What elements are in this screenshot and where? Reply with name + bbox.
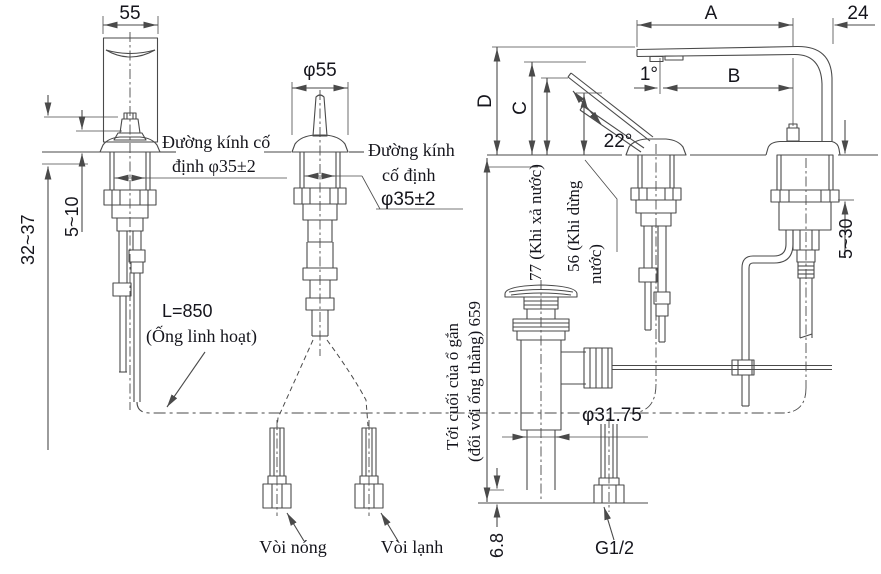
cold-connector [354, 420, 384, 516]
flexible-hose: L=850 (Ống linh hoạt) [136, 301, 782, 414]
label-hose-length-line1: L=850 [162, 301, 213, 321]
label-hot-tap: Vòi nóng [259, 537, 327, 557]
dim-24: 24 [847, 3, 869, 24]
dim-lever-up-height: 77 (Khi xả nước) [526, 164, 545, 281]
dim-lever-down-height-line2: nước) [586, 244, 605, 284]
dim-base-diameter: φ55 [303, 60, 336, 81]
dim-drain-diameter: φ31.75 [582, 405, 642, 426]
dim-socket-depth-line1: Tới cuối của ổ gắn [443, 322, 462, 450]
dim-spout-width: 55 [119, 3, 140, 24]
dim-lever-angle: 22° [604, 131, 633, 152]
dim-lever-down-height-line1: 56 (Khi dừng [564, 180, 583, 272]
hot-connector [262, 420, 292, 516]
label-mount-hole-mid-line2: cố định [382, 165, 436, 185]
label-mount-hole-mid-line3: φ35±2 [381, 189, 435, 210]
label-mount-hole-mid-line1: Đường kính [368, 140, 455, 160]
lever-fixture-undercounter [629, 144, 682, 414]
popup-drain-assembly [504, 280, 832, 499]
dim-deck-range-right: 5~30 [836, 218, 856, 259]
dim-socket-depth-line2: (đối với ống thẳng) 659 [465, 301, 484, 462]
dim-gap-range: 5~10 [62, 196, 82, 237]
dim-c: C [510, 101, 531, 115]
side-view: A 24 1° B 22° D C [443, 3, 878, 558]
dim-tail-length: 6.8 [487, 533, 507, 558]
spout-fixture-undercounter [741, 154, 840, 414]
label-thread-size: G1/2 [595, 538, 634, 558]
hot-cold-connectors: Vòi nóng Vòi lạnh [259, 420, 443, 557]
g12-supply-tube: G1/2 [593, 418, 634, 558]
label-mount-hole-left-line2: định φ35±2 [172, 156, 256, 176]
dim-deck-range-left: 32~37 [18, 214, 38, 265]
dim-a: A [705, 3, 718, 24]
dim-spout-angle: 1° [640, 64, 658, 85]
label-mount-hole-left-line1: Đường kính cố [162, 132, 270, 152]
label-cold-tap: Vòi lạnh [381, 537, 444, 557]
front-spout-view: 55 32~37 5~10 Đường kính cố định φ35±2 [18, 3, 287, 450]
dim-d: D [475, 94, 496, 108]
front-handle-view: φ55 Đường kính cố định φ35±2 [264, 60, 463, 428]
dim-b: B [728, 66, 741, 87]
label-hose-length-line2: (Ống linh hoạt) [146, 325, 257, 347]
